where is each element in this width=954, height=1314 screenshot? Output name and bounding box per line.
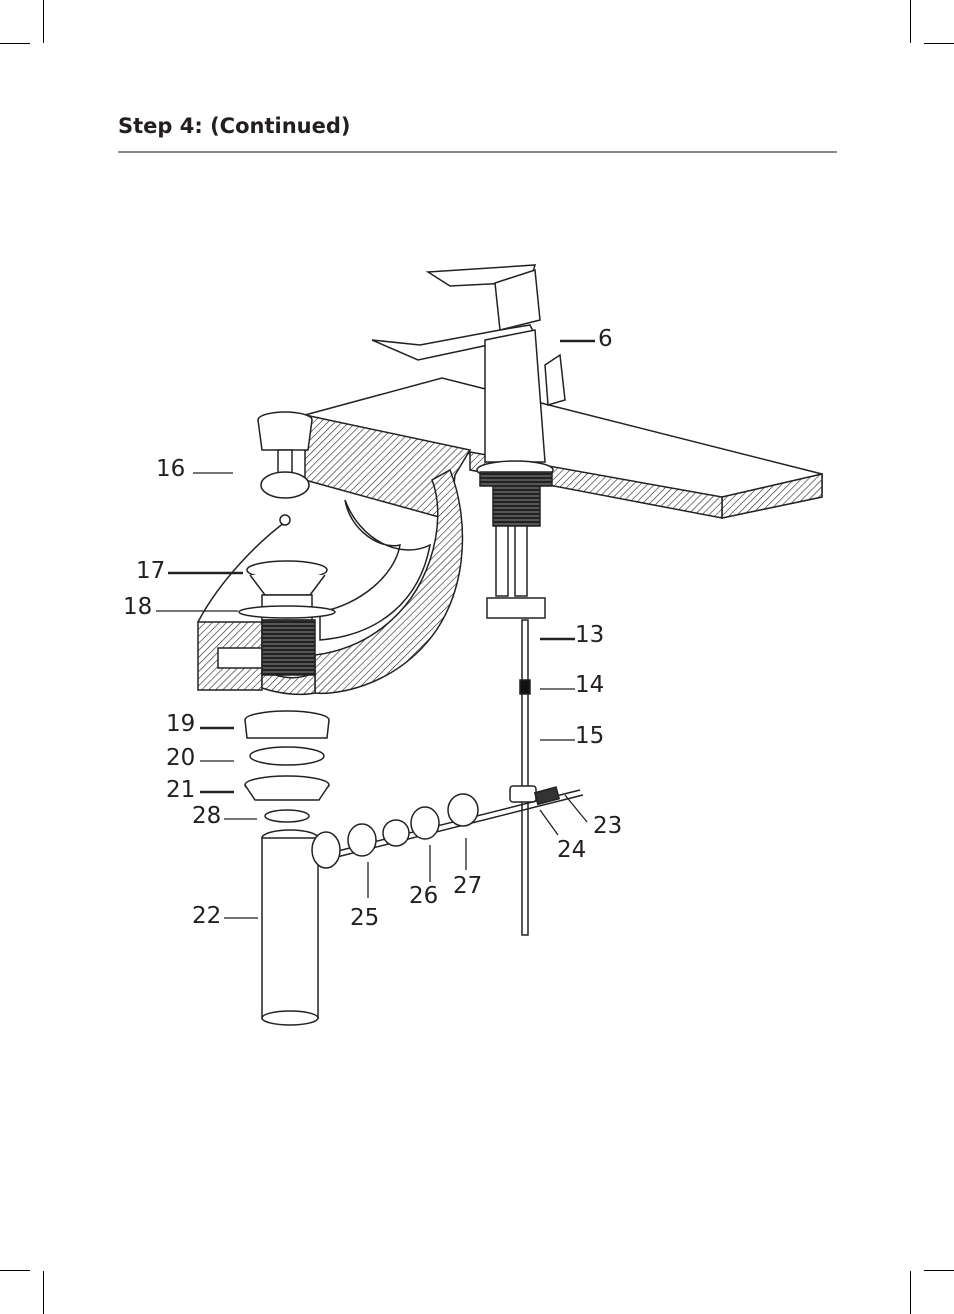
callout-15: 15: [575, 723, 604, 749]
callout-numbers: 6 13 14 15 16 17 18 19 20 21 22 23 24 25…: [123, 326, 622, 931]
callout-18: 18: [123, 594, 152, 620]
crop-mark-br-h: [924, 1270, 954, 1271]
callout-21: 21: [166, 777, 195, 803]
leader-lines: [156, 339, 595, 919]
callout-20: 20: [166, 745, 195, 771]
crop-mark-tr-v: [910, 0, 911, 43]
callout-6: 6: [598, 326, 613, 352]
crop-mark-bl-h: [0, 1270, 30, 1271]
faucet-body: [371, 264, 566, 619]
heading-rule: [118, 151, 837, 153]
callout-25: 25: [350, 905, 379, 931]
step-heading: Step 4: (Continued): [118, 114, 351, 138]
callout-14: 14: [575, 672, 604, 698]
crop-mark-tr-h: [924, 43, 954, 44]
drain-assembly: [238, 411, 479, 1026]
callout-24: 24: [557, 837, 586, 863]
callout-28: 28: [192, 803, 221, 829]
callout-16: 16: [156, 456, 185, 482]
callout-17: 17: [136, 558, 165, 584]
callout-27: 27: [453, 873, 482, 899]
crop-mark-bl-v: [43, 1271, 44, 1314]
crop-mark-tl-h: [0, 43, 30, 44]
crop-mark-br-v: [910, 1271, 911, 1314]
callout-19: 19: [166, 711, 195, 737]
callout-23: 23: [593, 813, 622, 839]
crop-mark-tl-v: [43, 0, 44, 43]
sink-basin-section: [197, 468, 464, 696]
callout-13: 13: [575, 622, 604, 648]
callout-26: 26: [409, 883, 438, 909]
callout-22: 22: [192, 903, 221, 929]
